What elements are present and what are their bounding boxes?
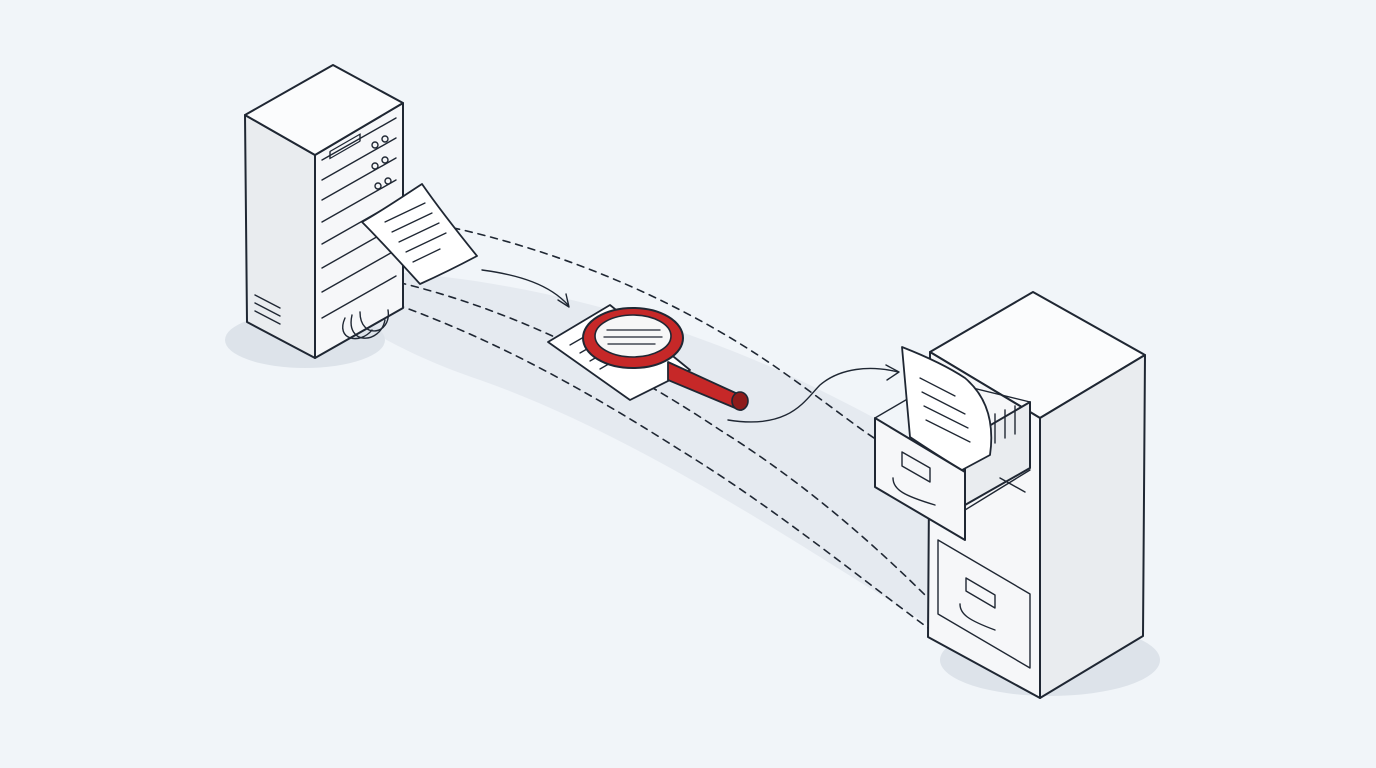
flow-line-top [439, 224, 886, 446]
flow-line-bottom [334, 284, 929, 629]
flow-arrow-to-cabinet [727, 364, 900, 423]
server-cables [342, 309, 389, 340]
flow-line-middle [334, 269, 931, 601]
magnifying-glass-icon [582, 307, 749, 411]
flow-arrow-to-inspection [481, 269, 570, 308]
filed-document-icon [901, 346, 993, 471]
filing-cabinet-icon [874, 291, 1146, 699]
flow-band [330, 270, 940, 625]
cabinet-drawer-lower [937, 539, 1031, 669]
flow-dashed-lines [334, 224, 931, 629]
server-vent [254, 294, 281, 325]
document-icon [361, 183, 478, 285]
